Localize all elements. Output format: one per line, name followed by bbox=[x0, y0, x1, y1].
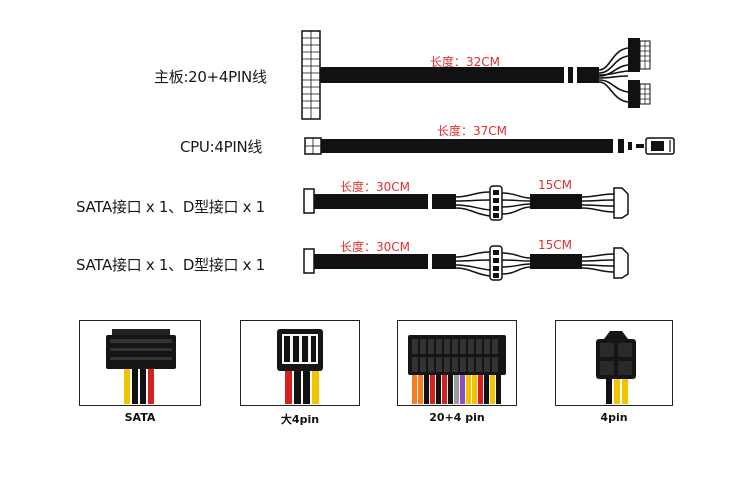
motherboard-cable bbox=[301, 30, 651, 120]
cpu-sleeve bbox=[321, 139, 613, 153]
length-label-sata-2-extra: 15CM bbox=[538, 238, 573, 252]
sata-2-start-plug bbox=[303, 248, 315, 274]
cable-label-sata-2: SATA接口 x 1、D型接口 x 1 bbox=[76, 256, 265, 274]
cable-label-sata-1: SATA接口 x 1、D型接口 x 1 bbox=[76, 198, 265, 216]
connector-caption-molex: 大4pin bbox=[280, 413, 320, 426]
mb-sleeve bbox=[320, 67, 564, 83]
connector-card-molex bbox=[240, 320, 360, 406]
sata-connector-icon bbox=[106, 329, 176, 404]
length-label-sata-1-extra: 15CM bbox=[538, 178, 573, 192]
length-label-sata-2-main: 长度：30CM bbox=[340, 240, 411, 254]
sata-2-end-plug bbox=[613, 247, 629, 279]
sata-1-start-plug bbox=[303, 188, 315, 214]
connector-caption-cpu4pin: 4pin bbox=[600, 411, 628, 424]
sata-cable-2 bbox=[303, 245, 629, 281]
connector-card-cpu4pin bbox=[555, 320, 673, 406]
connector-caption-sata: SATA bbox=[124, 411, 156, 424]
cpu-cable bbox=[304, 137, 675, 155]
molex-connector-icon bbox=[277, 329, 323, 404]
cpu-4pin-connector-icon bbox=[596, 331, 636, 404]
connector-caption-24pin: 20+4 pin bbox=[429, 411, 485, 424]
length-label-cpu: 长度：37CM bbox=[437, 124, 508, 138]
cable-label-motherboard: 主板:20+4PIN线 bbox=[154, 68, 267, 86]
atx-24pin-connector-icon bbox=[408, 335, 506, 404]
sata-cable-1 bbox=[303, 185, 629, 221]
mb-20pin-head bbox=[628, 38, 640, 72]
connector-card-24pin bbox=[397, 320, 517, 406]
sata-1-end-plug bbox=[613, 187, 629, 219]
mb-4pin-head bbox=[628, 80, 640, 108]
cables-drawing bbox=[301, 30, 675, 281]
length-label-motherboard: 长度：32CM bbox=[430, 55, 501, 69]
connector-card-sata bbox=[79, 320, 201, 406]
cable-label-cpu: CPU:4PIN线 bbox=[180, 138, 263, 156]
length-label-sata-1-main: 长度：30CM bbox=[340, 180, 411, 194]
